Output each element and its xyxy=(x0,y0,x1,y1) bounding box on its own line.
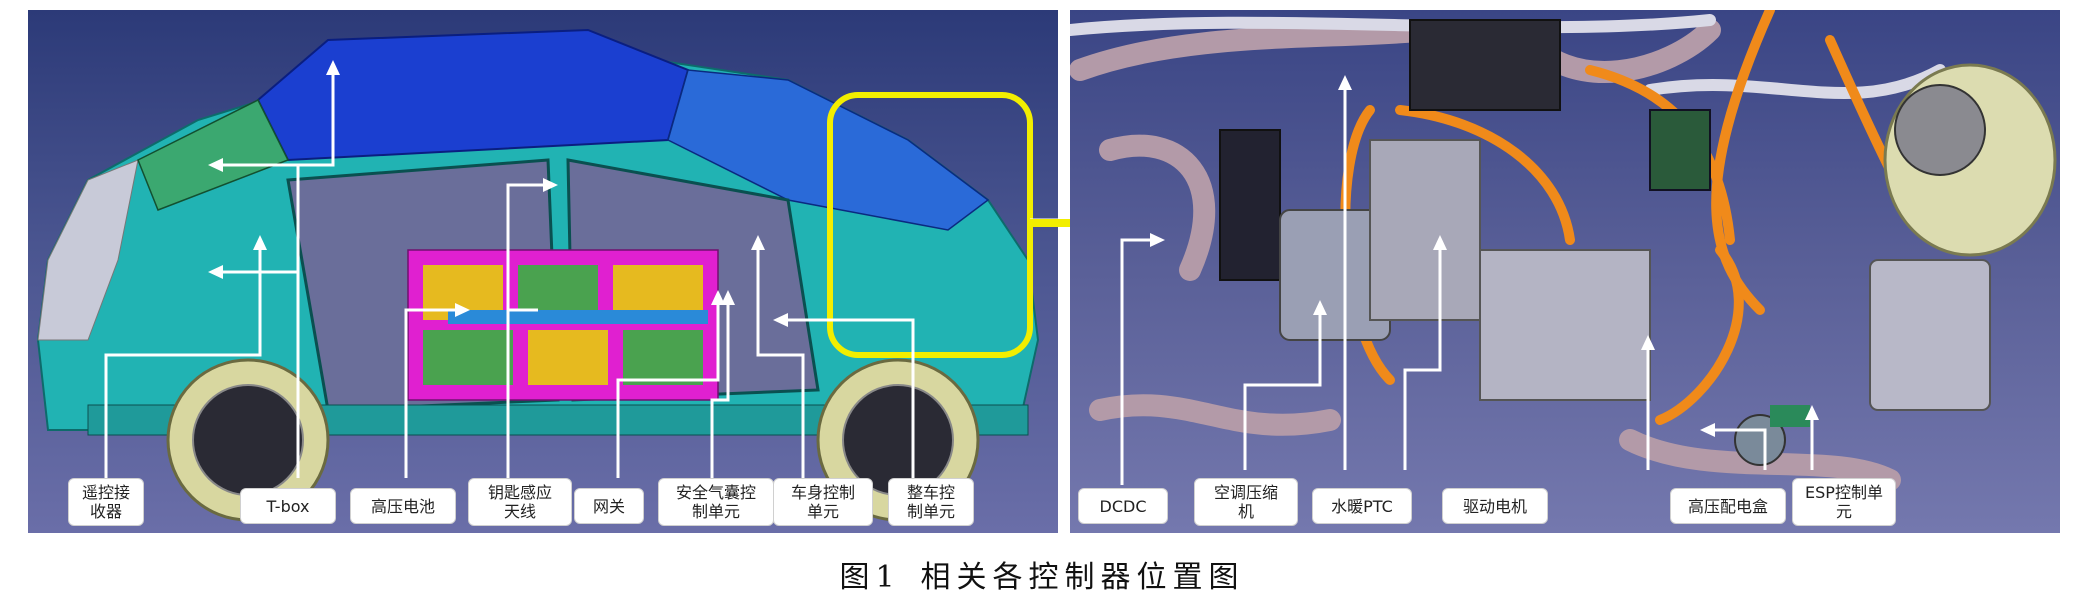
drive-motor-block xyxy=(1479,249,1651,401)
label-vehicle-control: 整车控 制单元 xyxy=(888,478,974,526)
label-key-antenna: 钥匙感应 天线 xyxy=(468,478,572,526)
label-airbag-unit: 安全气囊控 制单元 xyxy=(658,478,774,526)
caption-number: 图1 xyxy=(839,560,901,595)
green-module xyxy=(1649,109,1711,191)
label-remote-receiver: 遥控接 收器 xyxy=(68,478,144,526)
engine-bay-illustration xyxy=(1070,10,2057,491)
battery-module-4 xyxy=(423,330,513,385)
leader-lines xyxy=(104,70,1058,478)
label-body-control: 车身控制 单元 xyxy=(773,478,873,526)
label-dcdc: DCDC xyxy=(1078,488,1168,524)
vehicle-overview-panel: 遥控接 收器 T-box 高压电池 钥匙感应 天线 网关 安全气囊控 制单元 车… xyxy=(28,10,1058,533)
white-lines xyxy=(1070,14,1946,99)
battery-module-5 xyxy=(528,330,608,385)
strut-mount xyxy=(1894,84,1986,176)
dcdc-block xyxy=(1219,129,1281,281)
label-gateway: 网关 xyxy=(574,488,644,524)
arrowheads xyxy=(208,60,788,327)
rear-wheel-hub xyxy=(192,384,304,496)
caption-title: 相关各控制器位置图 xyxy=(920,560,1245,595)
right-leader-lines xyxy=(1120,85,1814,485)
label-ac-compressor: 空调压缩 机 xyxy=(1194,478,1298,526)
engine-bay-panel: DCDC 空调压缩 机 水暖PTC 驱动电机 高压配电盒 ESP控制单 元 xyxy=(1070,10,2060,533)
label-esp-unit: ESP控制单 元 xyxy=(1792,478,1896,526)
esp-connector xyxy=(1770,405,1810,427)
figure-caption: 图1 相关各控制器位置图 xyxy=(0,552,2084,596)
label-hv-distribution: 高压配电盒 xyxy=(1670,488,1786,524)
label-water-ptc: 水暖PTC xyxy=(1312,488,1412,524)
vehicle-illustration xyxy=(36,28,1058,522)
label-hv-battery: 高压电池 xyxy=(350,488,456,524)
roof-glass xyxy=(256,28,690,162)
battery-bar xyxy=(448,310,708,324)
rear-window xyxy=(137,98,290,211)
controller-top xyxy=(1409,19,1561,111)
esp-module xyxy=(1734,414,1786,466)
ptc-block xyxy=(1369,139,1481,321)
hv-distribution-block xyxy=(1869,259,1991,411)
battery-module-6 xyxy=(623,330,703,385)
label-drive-motor: 驱动电机 xyxy=(1442,488,1548,524)
label-tbox: T-box xyxy=(240,488,336,524)
right-arrowheads xyxy=(1150,75,1819,437)
